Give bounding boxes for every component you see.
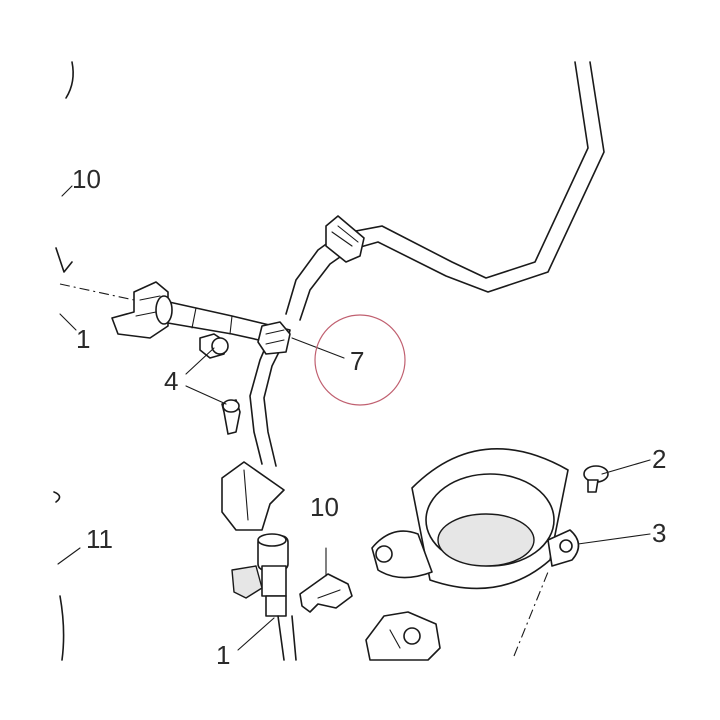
leader-7 [291,337,345,359]
callout-10-top: 10 [72,164,101,194]
left-edge-bracket-fragment [55,247,73,273]
hose-bracket [221,461,285,531]
callout-1-bottom: 1 [216,640,230,670]
leader-10-top [61,185,73,197]
callout-10-mid: 10 [310,492,339,522]
leader-3 [577,533,651,545]
callout-11: 11 [86,524,113,554]
callout-7: 7 [350,346,364,376]
connector-clip [299,547,353,613]
leader-dashdot-left [59,283,135,301]
left-edge-curve-fragment [59,595,65,661]
hose-end-fitting [111,281,173,339]
callout-1-left: 1 [76,324,90,354]
left-edge-small-fragment [53,491,61,503]
leader-11 [57,547,81,565]
highlight-circle [314,314,406,406]
leader-dashdot-intake [513,571,549,657]
leader-4 [185,347,227,405]
pipe-clip-upper [325,215,365,263]
callout-2: 2 [652,444,666,474]
callout-4: 4 [164,366,178,396]
leader-2 [601,459,651,475]
fuel-injector [231,533,297,661]
screw [583,465,609,493]
bolt-upper [199,333,229,359]
fuel-pipe [285,61,605,321]
bolt-lower [221,399,241,435]
hose-clamp [257,321,291,355]
callout-3: 3 [652,518,666,548]
left-edge-fragment [65,61,74,99]
intake-funnel [371,448,580,590]
leader-1-left [59,313,77,331]
throttle-body-lower [365,611,441,661]
leader-1-bottom [237,617,275,651]
